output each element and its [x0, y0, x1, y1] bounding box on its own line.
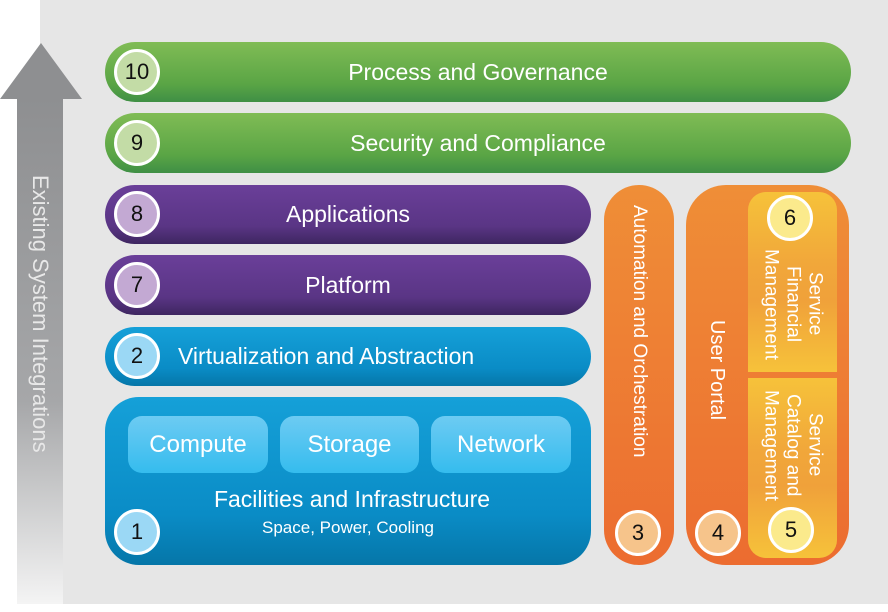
arrow-label: Existing System Integrations [28, 175, 53, 453]
column-label: User Portal [706, 319, 728, 421]
layer-label: Applications [285, 201, 411, 227]
arrow-up-icon [0, 43, 82, 99]
column-automation [604, 185, 674, 565]
layer-virtualization: Virtualization and Abstraction [105, 327, 591, 386]
integration-arrow-shaft [17, 98, 63, 604]
number-badge: 1 [114, 509, 160, 555]
number-badge: 8 [114, 191, 160, 237]
layer-sublabel: Space, Power, Cooling [262, 518, 434, 537]
layer-label: Facilities and Infrastructure [213, 486, 491, 512]
number-badge: 7 [114, 262, 160, 308]
module-label: Service Financial Management [760, 248, 826, 360]
layer-label: Process and Governance [348, 58, 608, 85]
layer-platform: Platform [105, 255, 591, 315]
component-network: Network [431, 416, 571, 473]
number-badge: 9 [114, 120, 160, 166]
component-compute: Compute [128, 416, 268, 473]
layer-security-compliance: Security and Compliance [105, 113, 851, 173]
layer-applications: Applications [105, 185, 591, 244]
number-badge: 4 [695, 510, 741, 556]
number-badge: 5 [768, 507, 814, 553]
layer-process-governance: Process and Governance [105, 42, 851, 102]
module-label: Service Catalog and Management [760, 389, 826, 501]
number-badge: 10 [114, 49, 160, 95]
number-badge: 6 [767, 195, 813, 241]
number-badge: 3 [615, 510, 661, 556]
layer-label: Platform [305, 271, 391, 298]
column-label: Automation and Orchestration [629, 205, 650, 458]
layer-label: Security and Compliance [350, 129, 606, 156]
component-storage: Storage [280, 416, 419, 473]
layer-label: Virtualization and Abstraction [178, 343, 475, 369]
number-badge: 2 [114, 333, 160, 379]
